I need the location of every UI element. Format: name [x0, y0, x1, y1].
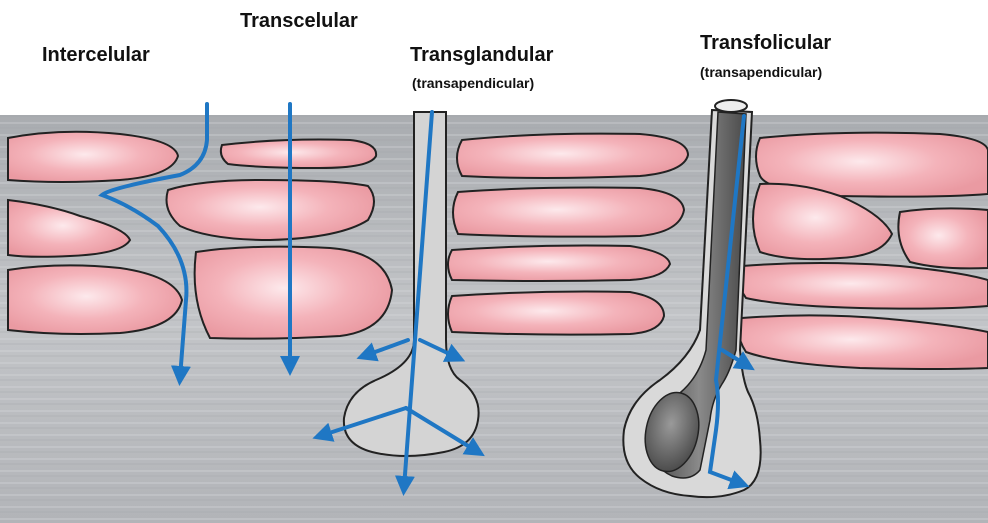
transglandular-label: Transglandular	[410, 44, 553, 67]
cell	[457, 134, 688, 178]
cell	[448, 246, 670, 282]
cell	[221, 140, 376, 168]
cell	[448, 292, 664, 335]
cell	[167, 180, 375, 240]
transglandular-sublabel: (transapendicular)	[412, 75, 534, 91]
cells-middle	[448, 134, 688, 335]
cell	[898, 208, 988, 268]
transfollicular-sublabel: (transapendicular)	[700, 64, 822, 80]
intercellular-label: Intercelular	[42, 44, 150, 67]
transfollicular-label: Transfolicular	[700, 32, 831, 55]
cell	[8, 132, 178, 182]
transcellular-label: Transcelular	[240, 10, 358, 33]
cells-right	[739, 133, 988, 369]
cell	[453, 188, 684, 237]
cell	[195, 247, 392, 339]
